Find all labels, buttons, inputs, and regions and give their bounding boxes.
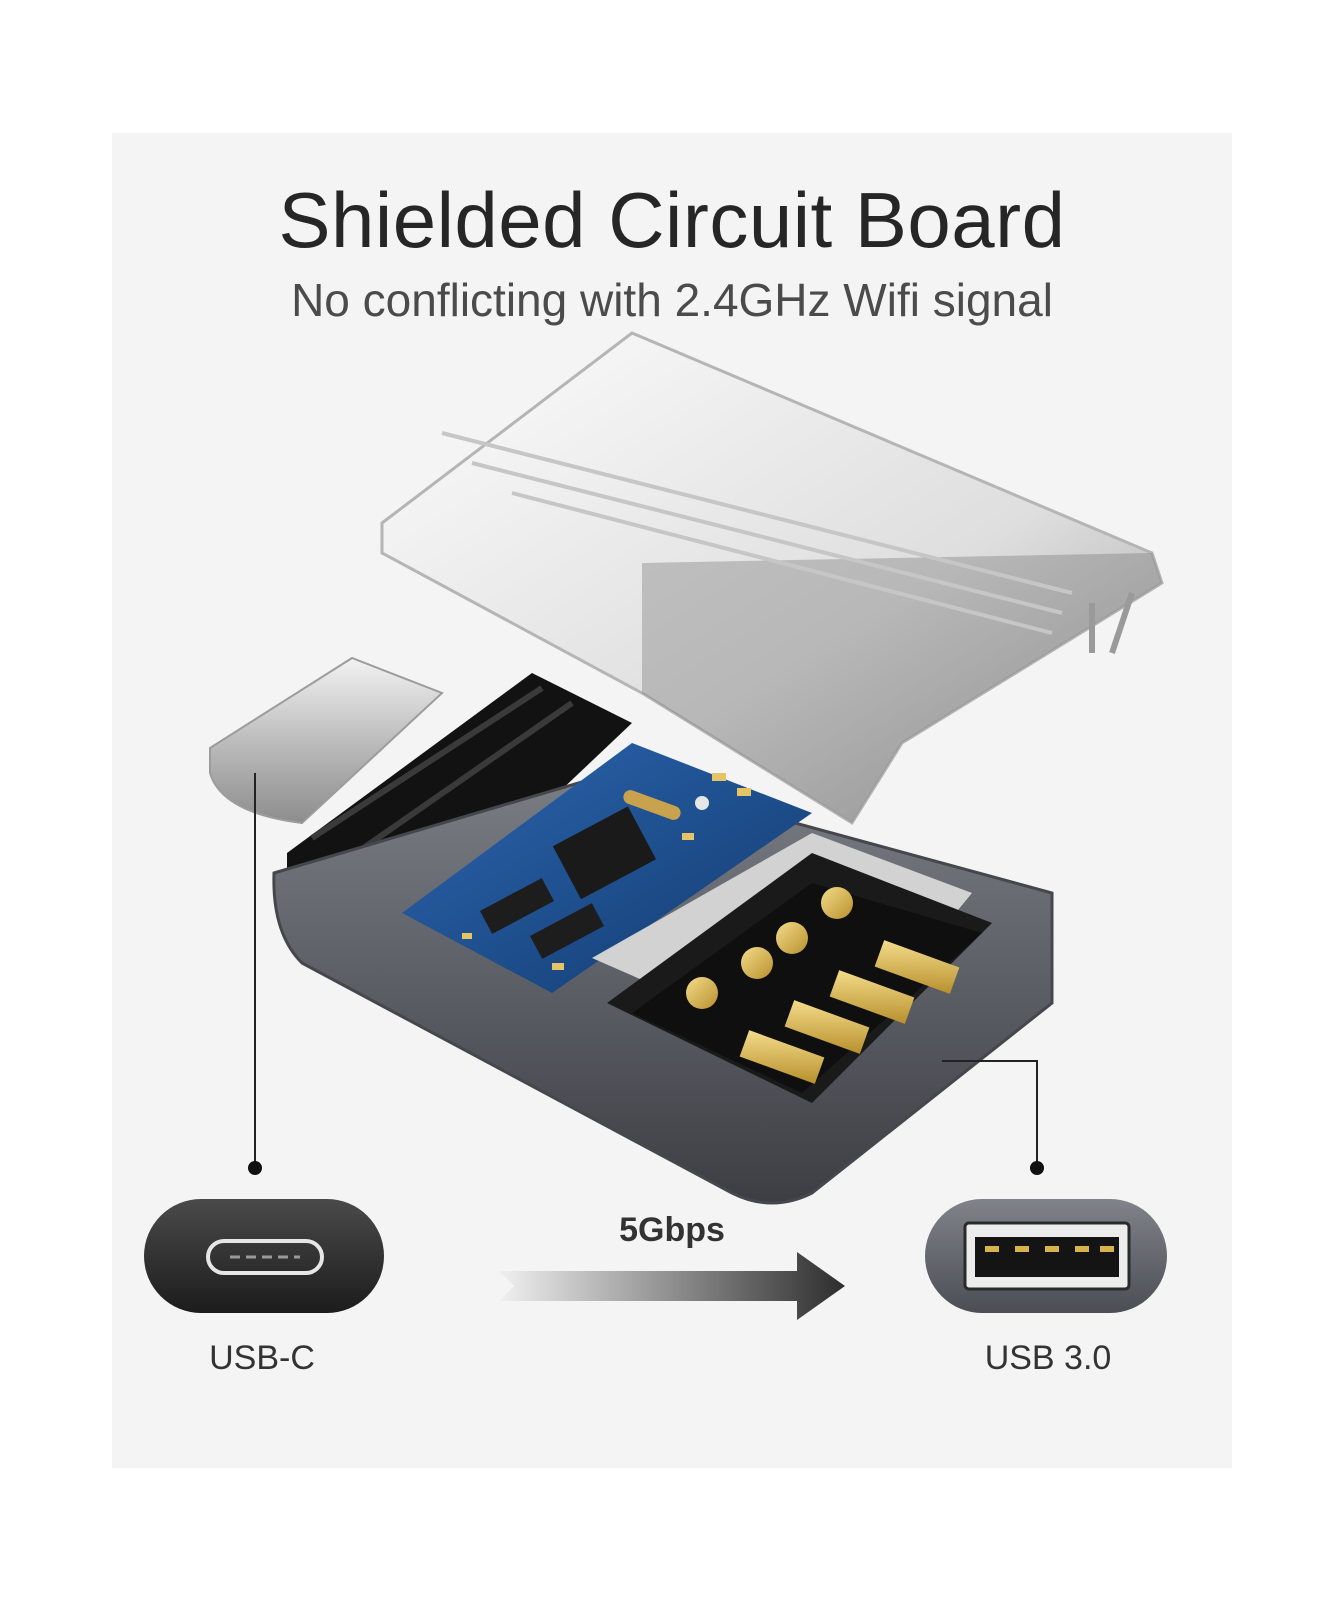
product-panel: Shielded Circuit Board No conflicting wi…: [112, 133, 1232, 1468]
transfer-direction-arrow-icon: [499, 1252, 845, 1320]
usb-a-port-icon: [925, 1199, 1167, 1313]
circuit-board: [402, 743, 812, 993]
transparent-shield-cover: [380, 331, 1164, 826]
usb-c-port-icon: [144, 1199, 384, 1313]
gold-contacts: [686, 887, 960, 1084]
usb-c-label: USB-C: [209, 1339, 315, 1377]
callout-lines: [248, 773, 1044, 1175]
headline: Shielded Circuit Board: [278, 176, 1066, 264]
adapter-exploded-illustration: [144, 331, 1167, 1320]
usb-3-label: USB 3.0: [984, 1339, 1112, 1377]
subheadline: No conflicting with 2.4GHz Wifi signal: [291, 274, 1053, 326]
usb-c-plug: [209, 656, 444, 825]
transfer-speed-label: 5Gbps: [619, 1211, 725, 1249]
